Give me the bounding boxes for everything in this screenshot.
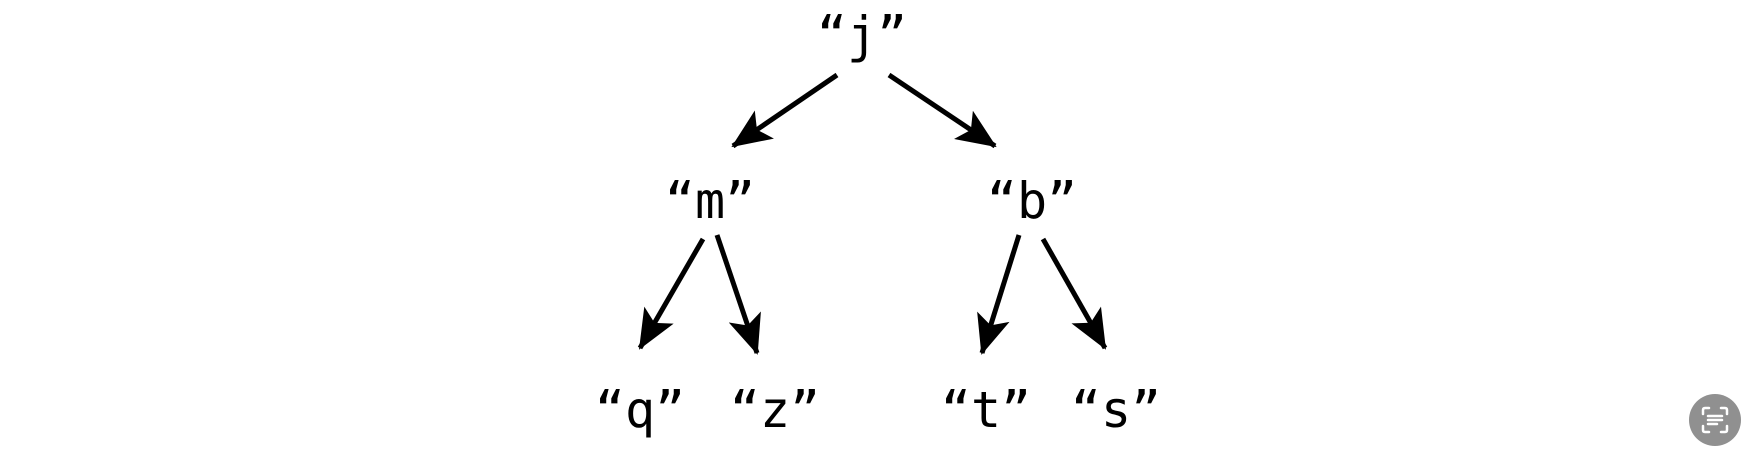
edge-left-to-left-right	[714, 234, 761, 355]
node-right: “b”	[986, 172, 1078, 230]
node-left-left: “q”	[594, 381, 686, 439]
edge-right-to-right-right	[1040, 237, 1108, 350]
node-left-right: “z”	[729, 381, 821, 439]
edge-right-to-right-left	[977, 234, 1022, 355]
text-scan-icon	[1699, 404, 1731, 436]
node-right-left: “t”	[940, 381, 1032, 439]
edge-left-to-left-left	[637, 237, 706, 350]
text-scan-button[interactable]	[1689, 394, 1741, 446]
node-left: “m”	[664, 172, 756, 230]
edge-root-to-right	[887, 72, 997, 149]
node-right-right: “s”	[1070, 381, 1162, 439]
node-root: “j”	[816, 6, 908, 64]
edge-root-to-left	[731, 72, 839, 149]
